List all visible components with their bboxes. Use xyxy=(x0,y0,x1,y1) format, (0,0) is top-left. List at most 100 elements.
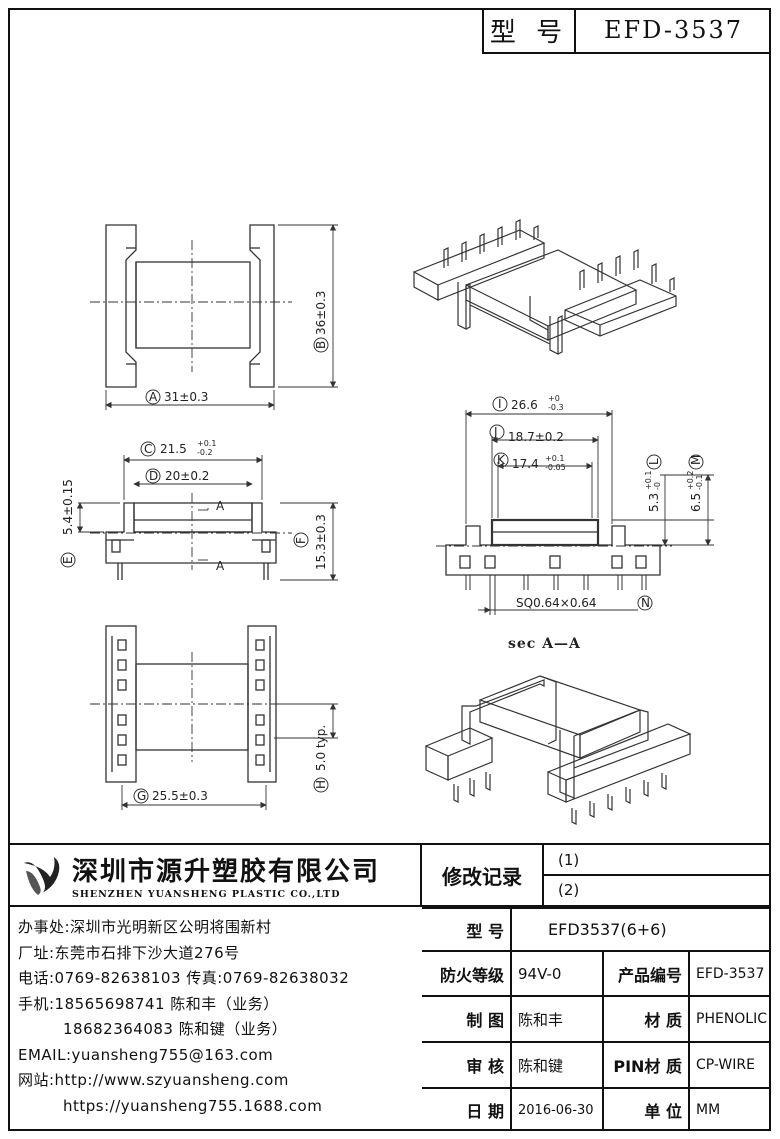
circle-i-letter: I xyxy=(498,397,502,411)
info-block: 深圳市源升塑胶有限公司 SHENZHEN YUANSHENG PLASTIC C… xyxy=(8,843,771,1131)
circle-d-letter: D xyxy=(149,469,158,483)
dim-a-value: 31±0.3 xyxy=(164,390,208,404)
circle-a xyxy=(145,389,161,405)
model-spec-value: EFD3537(6+6) xyxy=(548,920,667,939)
date-value: 2016-06-30 xyxy=(512,1089,604,1131)
revision-2: (2) xyxy=(558,881,580,899)
unit-value: MM xyxy=(696,1102,721,1118)
dim-c-tol-up: +0.1 xyxy=(197,439,216,448)
fire-value: 94V-0 xyxy=(512,952,604,995)
circle-n-letter: N xyxy=(641,596,650,610)
top-view xyxy=(90,224,338,410)
spec-row-review: 审 核 陈和键 PIN材 质 CP-WIRE xyxy=(422,1043,771,1089)
dim-l-tol-low: -0 xyxy=(653,482,662,490)
pin-key: PIN材 质 xyxy=(604,1043,690,1087)
dim-c-tol-low: -0.2 xyxy=(197,448,213,457)
phone-fax: 电话:0769-82638103 传真:0769-82638032 xyxy=(18,969,350,987)
company-logo-icon xyxy=(24,857,60,895)
section-view-labels: I 26.6 +0 -0.3 J 18.7±0.2 K 17.4 +0.1 -0… xyxy=(489,394,704,652)
website-1: 网站:http://www.szyuansheng.com xyxy=(18,1071,289,1089)
date-key: 日 期 xyxy=(422,1089,512,1131)
dim-i-tol-up: +0 xyxy=(548,394,560,403)
circle-b-letter: B xyxy=(314,341,328,349)
dim-b-value: 36±0.3 xyxy=(314,291,328,335)
circle-e-letter: E xyxy=(61,556,75,564)
dim-d-value: 20±0.2 xyxy=(165,469,209,483)
email: EMAIL:yuansheng755@163.com xyxy=(18,1045,274,1064)
factory-address: 厂址:东莞市石排下沙大道276号 xyxy=(18,943,240,962)
iso-view-top xyxy=(413,219,677,355)
section-label: sec A—A xyxy=(508,636,581,652)
circle-g-letter: G xyxy=(137,789,146,803)
model-value: EFD-3537 xyxy=(603,16,744,44)
dim-i-value: 26.6 xyxy=(511,398,538,412)
company-name-cn: 深圳市源升塑胶有限公司 xyxy=(72,857,381,887)
dim-c-value: 21.5 xyxy=(160,442,187,456)
front-view-labels: C 21.5 +0.1 -0.2 D 20±0.2 A A 5.4±0.15 E… xyxy=(60,439,328,573)
spec-row-model: 型 号 EFD3537(6+6) xyxy=(422,907,771,952)
technical-drawing: A 31±0.3 B 36±0.3 xyxy=(60,219,714,825)
dim-m-group: 6.5 +0.2 -0.1 M xyxy=(686,454,704,512)
spec-table: 型 号 EFD3537(6+6) 防火等级 94V-0 产品编号 EFD-353… xyxy=(422,907,771,1131)
dim-e-value: 5.4±0.15 xyxy=(61,479,75,535)
mobile-1: 手机:18565698741 陈和丰（业务） xyxy=(18,994,279,1013)
title-block: 型 号 EFD-3537 xyxy=(482,8,771,54)
dim-j-value: 18.7±0.2 xyxy=(508,430,564,444)
circle-l-letter: L xyxy=(647,458,661,465)
dim-e-group: 5.4±0.15 xyxy=(61,479,75,535)
dim-f-group: 15.3±0.3 xyxy=(314,514,328,570)
office-address: 办事处:深圳市光明新区公明将围新村 xyxy=(18,918,272,936)
dim-k-tol-up: +0.1 xyxy=(545,454,564,463)
revision-1: (1) xyxy=(544,845,771,876)
spec-row-drawn: 制 图 陈和丰 材 质 PHENOLIC xyxy=(422,997,771,1043)
prodno-value: EFD-3537 xyxy=(696,965,765,982)
circle-h-letter: H xyxy=(314,780,328,789)
fire-key: 防火等级 xyxy=(422,952,512,995)
prodno-key: 产品编号 xyxy=(604,952,690,995)
circle-k-letter: K xyxy=(497,453,506,467)
dim-k-tol-low: -0.05 xyxy=(545,463,566,472)
dim-n-value: SQ0.64×0.64 xyxy=(516,596,597,610)
model-label: 型 号 xyxy=(484,8,576,52)
model-key: 型 号 xyxy=(422,909,512,950)
material-value: PHENOLIC xyxy=(696,1011,768,1027)
contact-info: 办事处:深圳市光明新区公明将围新村 厂址:东莞市石排下沙大道276号 电话:07… xyxy=(18,915,418,1119)
material-key: 材 质 xyxy=(604,997,690,1041)
dim-g-value: 25.5±0.3 xyxy=(152,789,208,803)
unit-key: 单 位 xyxy=(604,1089,690,1131)
dim-l-value: 5.3 xyxy=(647,493,661,512)
revision-label: 修改记录 xyxy=(422,845,544,905)
dim-h-group: H 5.0 typ. xyxy=(313,725,329,793)
dim-l-group: 5.3 +0.1 -0 L xyxy=(644,454,662,512)
circle-m-letter: M xyxy=(689,455,703,465)
company-header: 深圳市源升塑胶有限公司 SHENZHEN YUANSHENG PLASTIC C… xyxy=(8,845,422,907)
dim-k-value: 17.4 xyxy=(512,457,539,471)
circle-f-letter: F xyxy=(294,537,308,544)
bottom-view xyxy=(90,625,338,810)
mobile-2: 18682364083 陈和键（业务） xyxy=(63,1020,288,1038)
dim-l-tol-up: +0.1 xyxy=(644,471,653,490)
iso-view-bottom xyxy=(425,675,692,825)
section-mark-a-bottom: A xyxy=(216,559,225,573)
drawn-value: 陈和丰 xyxy=(512,997,604,1041)
spec-row-fire: 防火等级 94V-0 产品编号 EFD-3537 xyxy=(422,952,771,997)
drawing-frame xyxy=(8,8,771,1131)
dim-h-value: 5.0 typ. xyxy=(314,725,328,771)
pin-value: CP-WIRE xyxy=(696,1057,755,1073)
review-key: 审 核 xyxy=(422,1043,512,1087)
front-view xyxy=(76,455,338,581)
dim-f-value: 15.3±0.3 xyxy=(314,514,328,570)
dim-m-value: 6.5 xyxy=(689,493,703,512)
dim-b-group: B 36±0.3 xyxy=(313,291,329,353)
dim-i-tol-low: -0.3 xyxy=(548,403,564,412)
bottom-view-labels: G 25.5±0.3 H 5.0 typ. xyxy=(133,725,329,804)
dim-m-tol-low: -0.1 xyxy=(695,474,704,490)
circle-j-letter: J xyxy=(493,425,498,439)
top-view-labels: A 31±0.3 B 36±0.3 xyxy=(145,291,329,405)
website-2: https://yuansheng755.1688.com xyxy=(63,1096,323,1115)
circle-c-letter: C xyxy=(144,442,152,456)
circle-a-letter: A xyxy=(149,390,158,404)
spec-row-date: 日 期 2016-06-30 单 位 MM xyxy=(422,1089,771,1131)
revision-record: 修改记录 (1) (2) xyxy=(422,845,771,907)
company-name-en: SHENZHEN YUANSHENG PLASTIC CO.,LTD xyxy=(72,889,341,900)
